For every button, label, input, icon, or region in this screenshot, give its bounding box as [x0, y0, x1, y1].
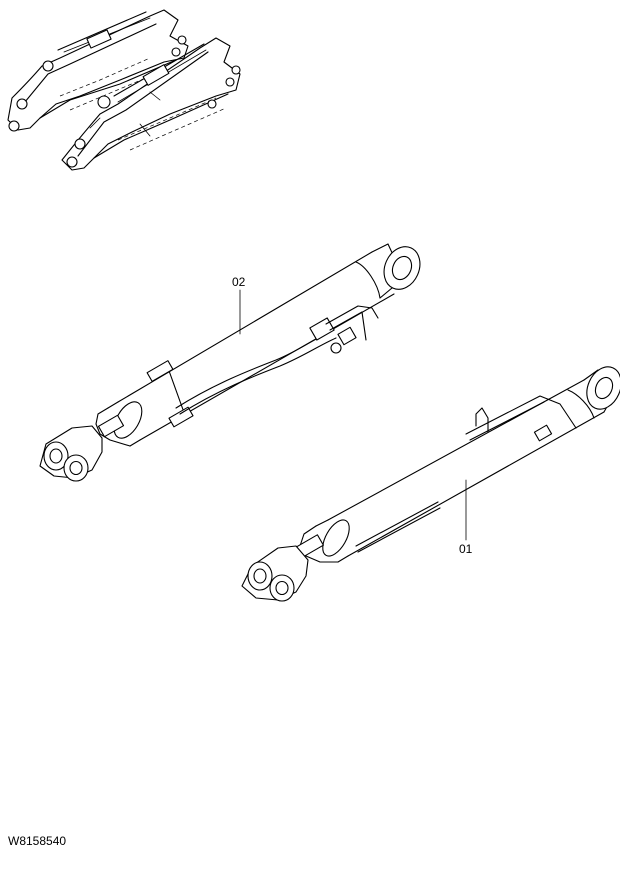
machine-overview-thumbnail — [7, 9, 241, 171]
hydraulic-cylinder-01 — [241, 366, 620, 602]
callout-label-02: 02 — [232, 275, 246, 289]
callout-label-01: 01 — [459, 542, 473, 556]
hydraulic-cylinder-02 — [39, 243, 421, 482]
drawing-number: W8158540 — [8, 834, 67, 848]
